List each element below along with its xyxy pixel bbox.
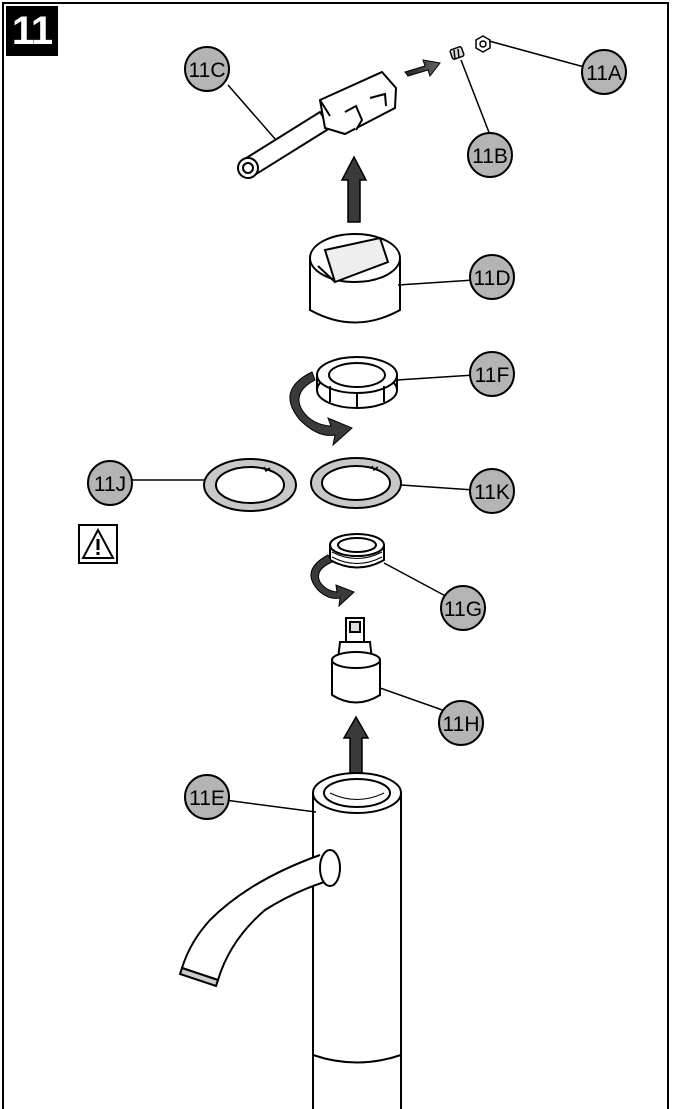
part-11b-set-screw: [449, 46, 465, 60]
callout-11e: 11E: [184, 774, 230, 820]
svg-text:11H: 11H: [443, 713, 480, 736]
part-11g-threaded-ring: [329, 533, 385, 569]
part-11h-cartridge: [331, 617, 381, 704]
callout-11h: 11H: [438, 700, 484, 746]
part-11a-nut: [475, 35, 491, 53]
callout-11g: 11G: [440, 585, 486, 631]
callout-11a: 11A: [581, 49, 627, 95]
svg-text:11A: 11A: [586, 62, 622, 85]
lift-arrow-icon: [340, 155, 368, 223]
callout-11f: 11F: [469, 351, 515, 397]
part-11c-tool: [237, 70, 398, 179]
step-number-badge: 11: [6, 6, 58, 56]
callout-11j: 11J: [87, 460, 133, 506]
part-11e-faucet-body: [178, 772, 402, 1109]
svg-text:11E: 11E: [189, 787, 225, 810]
svg-text:11F: 11F: [475, 364, 510, 387]
svg-text:11G: 11G: [444, 598, 482, 621]
callout-leader-lines: [129, 40, 589, 813]
callout-11b: 11B: [467, 132, 513, 178]
svg-text:11C: 11C: [189, 59, 226, 82]
svg-text:11D: 11D: [474, 267, 511, 290]
svg-text:11J: 11J: [94, 473, 126, 496]
part-11k-washer: [310, 457, 402, 509]
svg-text:11K: 11K: [474, 481, 510, 504]
callout-11k: 11K: [469, 468, 515, 514]
callout-11c: 11C: [184, 46, 230, 92]
lift-arrow-icon: [342, 715, 370, 776]
insert-arrow-icon: [404, 59, 441, 78]
part-11d-sleeve: [309, 233, 401, 324]
rotate-arrow-icon: [289, 371, 353, 447]
warning-triangle-icon: [78, 524, 118, 564]
svg-text:11B: 11B: [472, 145, 508, 168]
rotate-arrow-icon: [310, 554, 355, 608]
callout-11d: 11D: [469, 254, 515, 300]
part-11j-washer: [203, 458, 297, 512]
part-11f-lock-nut: [316, 356, 398, 409]
